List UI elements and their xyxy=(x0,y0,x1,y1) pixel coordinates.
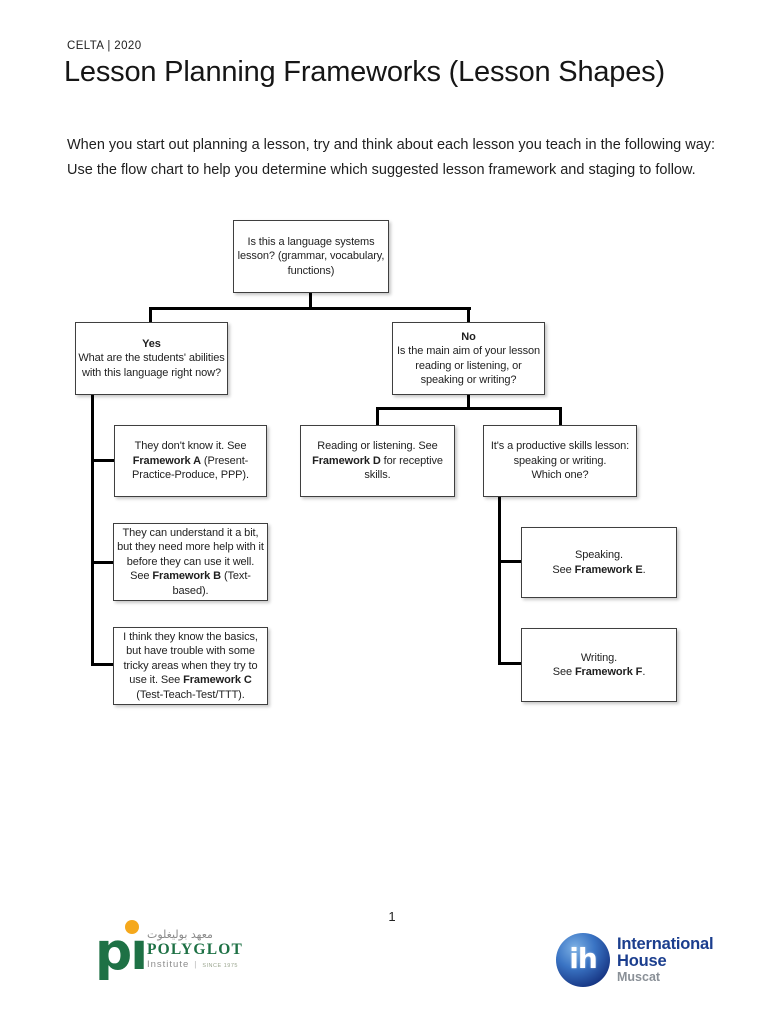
connector-productive-trunk xyxy=(498,497,501,665)
flow-box-no-label: No xyxy=(461,330,476,343)
framework-c-detail: (Test-Teach-Test/TTT). xyxy=(136,688,245,701)
productive-text: It's a productive skills lesson: speakin… xyxy=(490,440,630,467)
flow-box-writing: Writing. See Framework F. xyxy=(521,628,677,702)
flow-box-productive: It's a productive skills lesson: speakin… xyxy=(483,425,637,497)
framework-b-name: Framework B xyxy=(152,570,221,583)
flow-box-yes: Yes What are the students' abilities wit… xyxy=(75,322,228,395)
connector-no-stem-lower xyxy=(467,395,470,409)
framework-c-name: Framework C xyxy=(183,674,252,687)
framework-e-name: Framework E xyxy=(574,563,643,576)
speaking-period: . xyxy=(642,563,646,576)
ih-globe-icon: ih xyxy=(556,933,610,987)
polyglot-institute-row: Institute | SINCE 1975 xyxy=(147,959,247,972)
intro-line-1: When you start out planning a lesson, tr… xyxy=(67,137,716,153)
connector-yes-stem xyxy=(149,307,152,322)
connector-speaking-stub xyxy=(498,560,522,563)
polyglot-wordmark: معهد بوليغلوت POLYGLOT Institute | SINCE… xyxy=(147,928,247,972)
connector-framework-c-stub xyxy=(91,663,114,666)
framework-b-detail: (Text-based). xyxy=(172,570,251,597)
framework-d-text: Reading or listening. See xyxy=(317,440,438,453)
speaking-text: Speaking. xyxy=(574,549,624,561)
framework-b-text: They can understand it a bit, but they n… xyxy=(117,526,264,583)
polyglot-arabic-name: معهد بوليغلوت xyxy=(147,928,213,941)
flow-box-framework-b: They can understand it a bit, but they n… xyxy=(113,523,268,601)
polyglot-name: POLYGLOT xyxy=(147,941,244,958)
connector-writing-stub xyxy=(498,662,522,665)
framework-a-text: They don't know it. See xyxy=(134,440,247,453)
ih-wordmark: International House Muscat xyxy=(617,935,714,985)
flow-box-speaking: Speaking. See Framework E. xyxy=(521,527,677,598)
page-title: Lesson Planning Frameworks (Lesson Shape… xyxy=(64,56,665,88)
flow-box-framework-a: They don't know it. See Framework A (Pre… xyxy=(114,425,267,497)
connector-yes-trunk xyxy=(91,395,94,666)
ih-city-label: Muscat xyxy=(617,970,661,984)
page-number: 1 xyxy=(388,909,396,924)
polyglot-logo: pı معهد بوليغلوت POLYGLOT Institute | SI… xyxy=(95,920,247,996)
polyglot-orange-dot-icon xyxy=(125,920,139,934)
polyglot-institute-label: Institute xyxy=(147,959,190,970)
international-house-logo: ih International House Muscat xyxy=(556,930,731,990)
ih-mark-letters: ih xyxy=(569,941,598,975)
flow-box-no: No Is the main aim of your lesson readin… xyxy=(392,322,545,395)
connector-root-split xyxy=(149,307,471,310)
connector-productive-stem xyxy=(559,407,562,425)
connector-framework-d-stem xyxy=(376,407,379,425)
intro-line-2: Use the flow chart to help you determine… xyxy=(67,162,696,178)
speaking-see: See xyxy=(552,563,575,576)
framework-f-name: Framework F xyxy=(574,666,643,678)
flow-box-yes-label: Yes xyxy=(142,337,161,350)
polyglot-pi-icon: pı xyxy=(95,920,148,996)
polyglot-since-label: SINCE 1975 xyxy=(202,963,238,969)
flow-box-root-text: Is this a language systems lesson? (gram… xyxy=(237,235,385,277)
flow-box-no-text: Is the main aim of your lesson reading o… xyxy=(396,345,541,386)
ih-name-line2: House xyxy=(617,952,667,970)
connector-framework-a-stub xyxy=(91,459,115,462)
writing-period: . xyxy=(642,666,646,678)
productive-question: Which one? xyxy=(531,469,589,482)
framework-a-name: Framework A xyxy=(132,454,201,467)
flow-box-root: Is this a language systems lesson? (gram… xyxy=(233,220,389,293)
writing-see: See xyxy=(552,666,575,678)
ih-name-line1: International xyxy=(617,935,714,953)
connector-no-split xyxy=(376,407,562,410)
framework-a-detail: (Present-Practice-Produce, PPP). xyxy=(132,454,249,482)
header-course-label: CELTA | 2020 xyxy=(67,40,142,52)
flow-box-framework-c: I think they know the basics, but have t… xyxy=(113,627,268,705)
connector-framework-b-stub xyxy=(91,561,114,564)
flow-box-framework-d: Reading or listening. See Framework D fo… xyxy=(300,425,455,497)
flow-box-yes-text: What are the students' abilities with th… xyxy=(78,352,225,379)
writing-text: Writing. xyxy=(580,651,618,664)
framework-c-text: I think they know the basics, but have t… xyxy=(123,630,258,687)
intro-paragraph: When you start out planning a lesson, tr… xyxy=(67,133,727,183)
polyglot-pi-letters: pı xyxy=(95,922,148,982)
framework-d-name: Framework D xyxy=(312,454,381,467)
connector-no-stem xyxy=(467,307,470,322)
polyglot-divider: | xyxy=(194,960,198,969)
framework-d-detail: for receptive skills. xyxy=(364,454,443,482)
connector-root-stem xyxy=(309,293,312,309)
